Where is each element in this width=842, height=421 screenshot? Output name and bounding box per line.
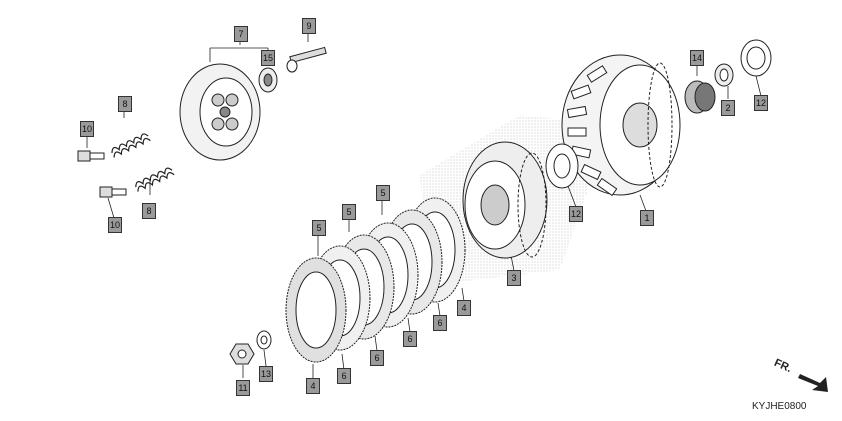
front-direction-arrow <box>798 374 828 392</box>
callout-8-upper: 8 <box>118 96 132 112</box>
clutch-center <box>462 141 548 259</box>
callout-10-upper: 10 <box>80 121 94 137</box>
callout-5-middle: 5 <box>342 204 356 220</box>
callout-6-a: 6 <box>433 315 447 331</box>
callout-6-b: 6 <box>403 331 417 347</box>
pressure-plate <box>179 63 261 161</box>
collar <box>714 63 734 87</box>
callout-4-right: 4 <box>457 300 471 316</box>
needle-bearing <box>684 80 716 114</box>
clutch-bolt-lower <box>99 186 127 198</box>
lock-nut <box>229 343 255 365</box>
callout-1: 1 <box>640 210 654 226</box>
callout-13: 13 <box>259 366 273 382</box>
lifter-bearing <box>258 67 278 93</box>
callout-6-c: 6 <box>370 350 384 366</box>
diagram-code: KYJHE0800 <box>752 401 807 412</box>
lifter-rod <box>286 46 327 73</box>
callout-5-top: 5 <box>376 185 390 201</box>
thrust-washer-middle <box>545 143 579 189</box>
callout-10-lower: 10 <box>108 217 122 233</box>
callout-15: 15 <box>261 50 275 66</box>
callout-12-middle: 12 <box>569 206 583 222</box>
callout-3: 3 <box>507 270 521 286</box>
callout-11: 11 <box>236 380 250 396</box>
callout-5-left: 5 <box>312 220 326 236</box>
callout-9: 9 <box>302 18 316 34</box>
clutch-spring-upper <box>111 133 151 158</box>
lock-washer <box>256 330 272 350</box>
clutch-plate-stack <box>285 197 466 363</box>
callout-6-d: 6 <box>337 368 351 384</box>
callout-8-lower: 8 <box>142 203 156 219</box>
clutch-bolt-upper <box>77 150 105 162</box>
clutch-outer-housing <box>561 54 681 197</box>
clutch-spring-lower <box>135 167 175 192</box>
callout-12-right: 12 <box>754 95 768 111</box>
thrust-washer-right <box>740 39 772 77</box>
callout-4-left: 4 <box>306 378 320 394</box>
callout-14: 14 <box>690 50 704 66</box>
callout-2: 2 <box>721 100 735 116</box>
callout-7: 7 <box>234 26 248 42</box>
